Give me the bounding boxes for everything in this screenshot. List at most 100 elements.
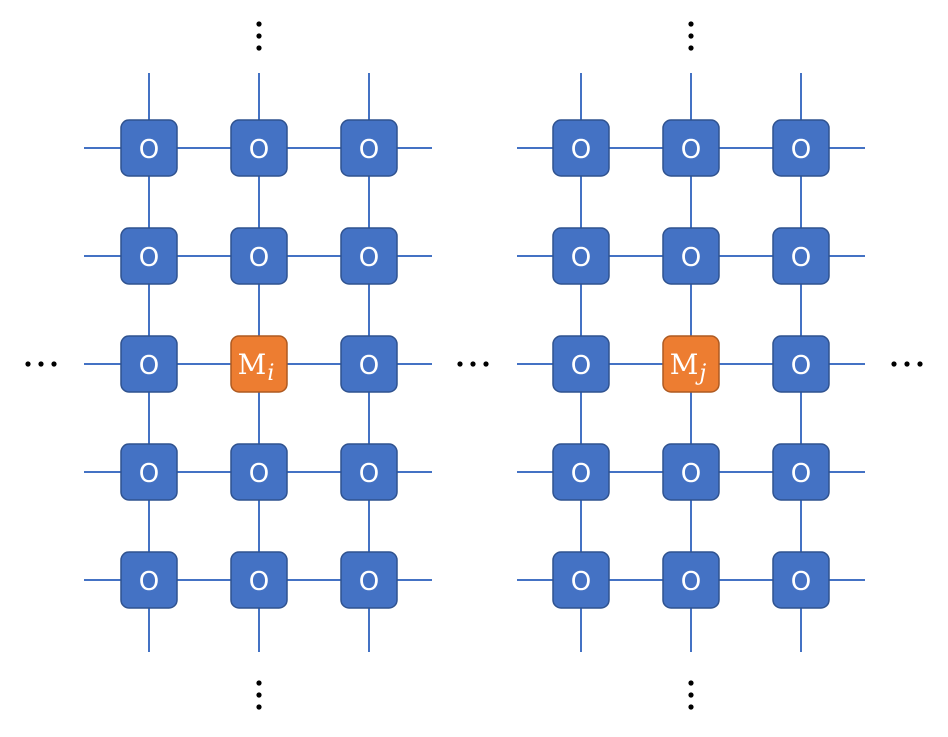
ellipsis-dot <box>688 21 694 27</box>
ellipsis-dot <box>483 361 489 367</box>
ellipsis-dot <box>904 361 910 367</box>
node-label: O <box>249 135 269 165</box>
node-box <box>120 335 178 393</box>
node: O <box>230 119 288 177</box>
node-box <box>552 227 610 285</box>
node-label: O <box>571 567 591 597</box>
node-label: O <box>791 567 811 597</box>
node: O <box>340 551 398 609</box>
node-label: O <box>359 243 379 273</box>
node: O <box>662 443 720 501</box>
node-box <box>120 227 178 285</box>
node: O <box>552 551 610 609</box>
node-label: O <box>139 135 159 165</box>
vertical-ellipsis-top <box>256 21 262 51</box>
ellipsis-dot <box>688 45 694 51</box>
special-node-subscript: i <box>267 361 274 386</box>
node: O <box>552 335 610 393</box>
node: O <box>120 335 178 393</box>
node-label: O <box>249 567 269 597</box>
node: O <box>772 335 830 393</box>
node-box <box>772 335 830 393</box>
ellipsis-dot <box>256 33 262 39</box>
node: O <box>662 119 720 177</box>
node-label: O <box>359 459 379 489</box>
node-label: O <box>571 243 591 273</box>
special-node-box <box>230 335 288 393</box>
node-label: O <box>359 135 379 165</box>
ellipsis-dot <box>891 361 897 367</box>
node-box <box>120 443 178 501</box>
ellipsis-dot <box>917 361 923 367</box>
node-label: O <box>681 243 701 273</box>
node: O <box>552 443 610 501</box>
node-box <box>772 551 830 609</box>
node-label: O <box>139 351 159 381</box>
node-label: O <box>791 459 811 489</box>
node: O <box>340 227 398 285</box>
node-label: O <box>791 135 811 165</box>
node: O <box>772 551 830 609</box>
special-node: Mj <box>662 335 720 393</box>
node: O <box>120 119 178 177</box>
node-box <box>552 335 610 393</box>
ellipsis-dot <box>25 361 31 367</box>
node-box <box>772 227 830 285</box>
node-box <box>230 227 288 285</box>
node-box <box>340 335 398 393</box>
node-box <box>340 119 398 177</box>
node-label: O <box>571 135 591 165</box>
ellipsis-dot <box>457 361 463 367</box>
node-box <box>340 551 398 609</box>
horizontal-ellipsis-middle <box>457 361 489 367</box>
ellipsis-dot <box>256 21 262 27</box>
special-node: Mi <box>230 335 288 393</box>
node: O <box>340 443 398 501</box>
node: O <box>120 227 178 285</box>
special-node-label: Mi <box>238 348 275 386</box>
vertical-ellipsis-bottom <box>256 680 262 710</box>
node-label: O <box>359 567 379 597</box>
node-label: O <box>571 351 591 381</box>
node-box <box>552 551 610 609</box>
node-label: O <box>249 459 269 489</box>
node-box <box>340 227 398 285</box>
vertical-ellipsis-bottom <box>688 680 694 710</box>
node: O <box>230 227 288 285</box>
horizontal-ellipsis-right <box>891 361 923 367</box>
node-box <box>120 551 178 609</box>
node: O <box>552 227 610 285</box>
ellipsis-dot <box>256 692 262 698</box>
node-box <box>662 119 720 177</box>
special-node-box <box>662 335 720 393</box>
node-box <box>662 227 720 285</box>
node-box <box>772 443 830 501</box>
ellipsis-dot <box>688 692 694 698</box>
ellipsis-dot <box>688 704 694 710</box>
node: O <box>340 335 398 393</box>
node: O <box>230 443 288 501</box>
node: O <box>662 551 720 609</box>
horizontal-ellipsis-left <box>25 361 57 367</box>
node-label: O <box>681 567 701 597</box>
node-label: O <box>791 351 811 381</box>
ellipsis-dot <box>256 680 262 686</box>
ellipsis-dot <box>688 33 694 39</box>
node: O <box>340 119 398 177</box>
node: O <box>552 119 610 177</box>
node-box <box>552 119 610 177</box>
ellipsis-dot <box>256 45 262 51</box>
node-label: O <box>139 567 159 597</box>
node-label: O <box>249 243 269 273</box>
node-label: O <box>681 459 701 489</box>
ellipsis-dot <box>38 361 44 367</box>
node: O <box>120 443 178 501</box>
ellipsis-dot <box>470 361 476 367</box>
node-box <box>230 443 288 501</box>
node: O <box>772 119 830 177</box>
ellipsis-dot <box>51 361 57 367</box>
node-box <box>552 443 610 501</box>
vertical-ellipsis-top <box>688 21 694 51</box>
